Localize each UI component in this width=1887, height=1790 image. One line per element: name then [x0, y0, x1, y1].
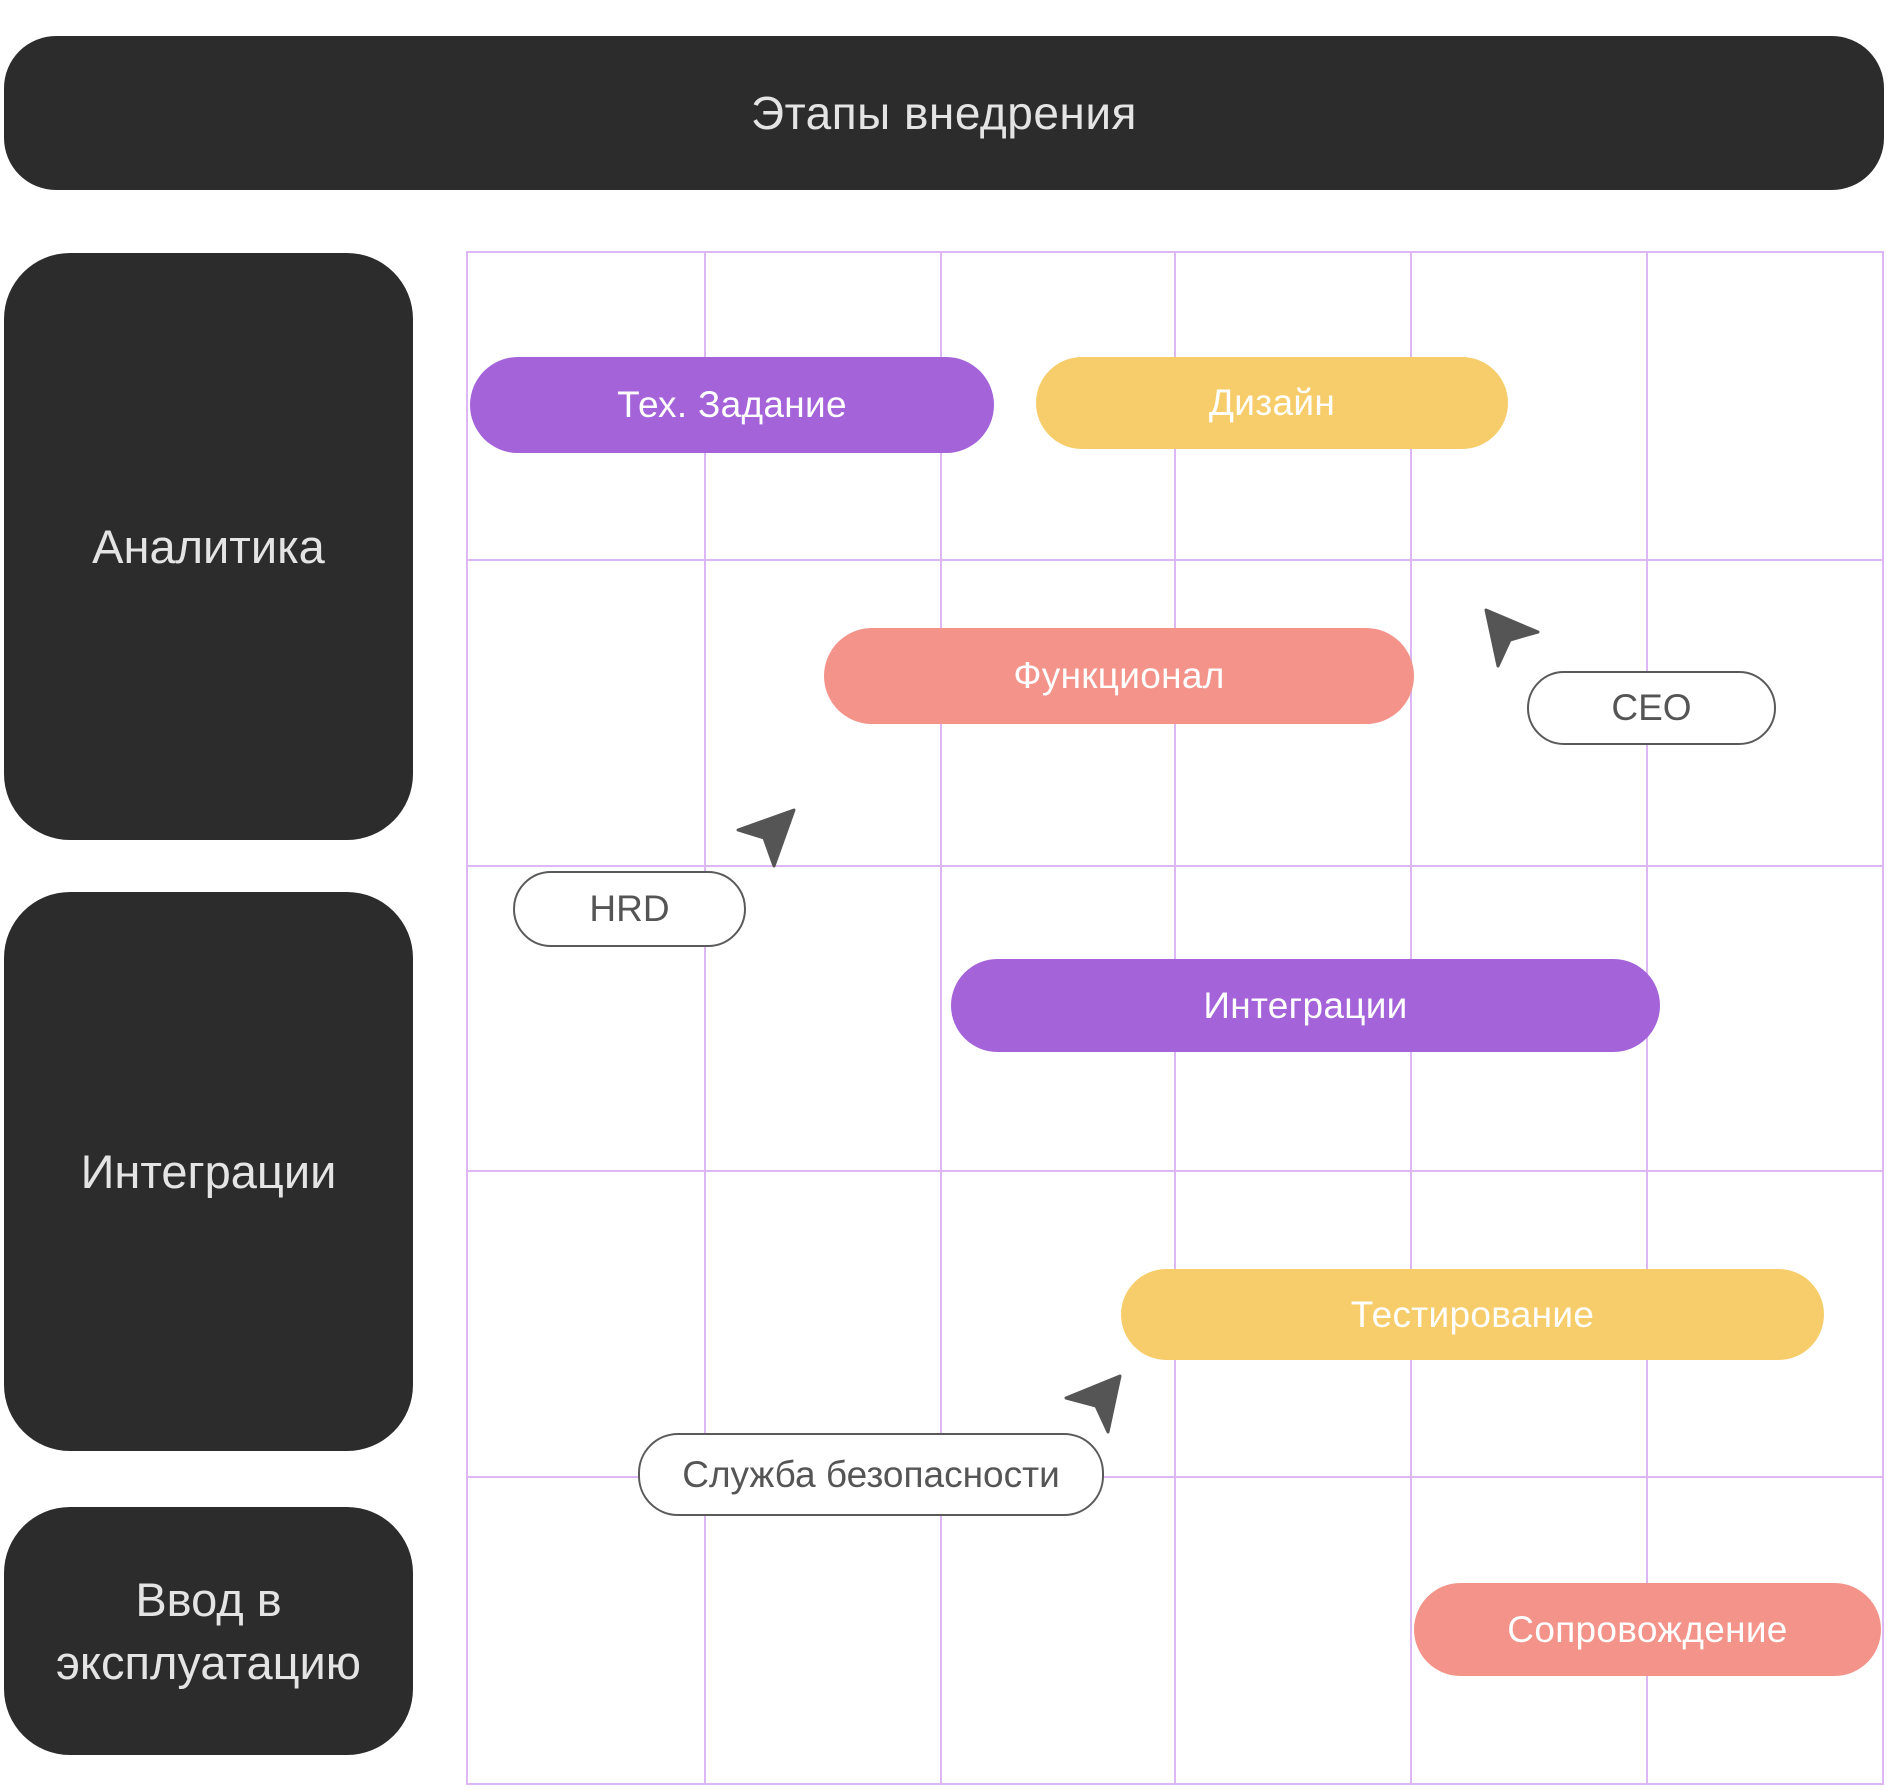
diagram-title: Этапы внедрения [4, 36, 1884, 190]
grid-line-vertical [940, 253, 942, 1783]
grid-line-vertical [704, 253, 706, 1783]
grid-line-horizontal [468, 1476, 1882, 1478]
task-bar-support[interactable]: Сопровождение [1414, 1583, 1881, 1676]
grid-line-horizontal [468, 865, 1882, 867]
role-tag-ceo: CEO [1527, 671, 1776, 745]
phase-analytics: Аналитика [4, 253, 413, 840]
role-tag-hrd: HRD [513, 871, 746, 947]
task-bar-design[interactable]: Дизайн [1036, 357, 1508, 449]
role-tag-security: Служба безопасности [638, 1433, 1104, 1516]
phase-label-line-1: Ввод в [135, 1572, 282, 1626]
grid-line-horizontal [468, 1170, 1882, 1172]
phase-label-line-2: эксплуатацию [55, 1636, 362, 1689]
task-bar-testing[interactable]: Тестирование [1121, 1269, 1824, 1360]
phase-integrations: Интеграции [4, 892, 413, 1451]
phase-label: Ввод в эксплуатацию [56, 1568, 361, 1695]
phase-label: Интеграции [80, 1144, 337, 1198]
task-bar-tz[interactable]: Тех. Задание [470, 357, 994, 453]
cursor-arrow-icon [1484, 608, 1540, 668]
phase-label: Аналитика [92, 519, 325, 573]
cursor-arrow-icon [736, 808, 796, 868]
task-bar-integrations[interactable]: Интеграции [951, 959, 1660, 1052]
phase-launch: Ввод в эксплуатацию [4, 1507, 413, 1755]
cursor-arrow-icon [1064, 1374, 1122, 1434]
grid-line-horizontal [468, 559, 1882, 561]
task-bar-functionality[interactable]: Функционал [824, 628, 1414, 724]
